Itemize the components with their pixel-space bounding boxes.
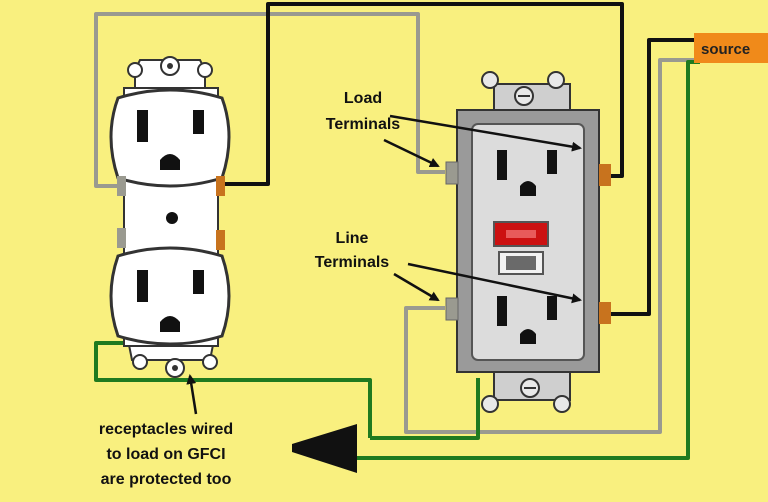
receptacle-brass-terminal-top	[216, 176, 225, 196]
lower-ground-hole	[160, 316, 180, 332]
gfci-line-silver-terminal	[445, 297, 459, 321]
source-label: source	[701, 41, 750, 58]
upper-slot-hot	[193, 110, 204, 134]
upper-outlet-face	[109, 88, 231, 188]
upper-ground-hole	[160, 154, 180, 170]
labels: Load Terminals Line Terminals receptacle…	[99, 90, 400, 488]
strap-screw-right-bottom	[202, 354, 218, 370]
caption-arrow	[186, 374, 198, 415]
receptacle-silver-terminal-bottom	[117, 228, 126, 248]
gfci-lower-ground-hole	[520, 329, 536, 344]
callout-arrows	[186, 114, 582, 415]
line-terminals-label-line1: Line	[336, 230, 369, 247]
hot-wire-line	[606, 38, 700, 316]
caption-line2: to load on GFCI	[106, 446, 225, 463]
gfci-receptacle	[445, 71, 611, 413]
gfci-lower-slot-hot	[547, 296, 557, 320]
strap-screw-left-top	[127, 62, 143, 78]
standard-receptacle	[109, 56, 231, 378]
load-terminals-label-line2: Terminals	[326, 116, 401, 133]
gfci-line-brass-terminal	[599, 302, 611, 324]
ground-wire-receptacle	[94, 341, 372, 438]
gfci-screw-left-top	[481, 71, 499, 89]
neutral-wire-load-loop	[94, 12, 445, 188]
neutral-wire-line	[404, 58, 700, 434]
hot-wires	[217, 2, 700, 316]
line-arrow-left	[393, 272, 440, 302]
gfci-load-brass-terminal	[599, 164, 611, 186]
gfci-screw-right-bottom	[553, 395, 571, 413]
line-arrow-right	[407, 262, 582, 304]
source-tag: source	[694, 33, 768, 63]
gfci-upper-slot-hot	[547, 150, 557, 174]
caption-line3: are protected too	[101, 471, 232, 488]
lower-slot-neutral	[137, 270, 148, 302]
lower-slot-hot	[193, 270, 204, 294]
gfci-screw-right-top	[547, 71, 565, 89]
gfci-upper-slot-neutral	[497, 150, 507, 180]
cover-screw-hole	[166, 212, 178, 224]
upper-slot-neutral	[137, 110, 148, 142]
receptacle-silver-terminal-top	[117, 176, 126, 196]
load-arrow-left	[383, 138, 440, 168]
gfci-load-silver-terminal	[445, 161, 459, 185]
receptacle-brass-terminal-bottom	[216, 230, 225, 250]
neutral-wires	[94, 12, 700, 434]
gfci-upper-ground-hole	[520, 181, 536, 196]
caption-line1: receptacles wired	[99, 421, 233, 438]
strap-screw-right-top	[197, 62, 213, 78]
ground-wire-gfci	[370, 378, 480, 440]
hot-wire-load-loop	[217, 2, 624, 186]
line-terminals-label-line2: Terminals	[315, 254, 390, 271]
load-arrow-right	[389, 114, 582, 152]
strap-screw-left-bottom	[132, 354, 148, 370]
gfci-screw-left-bottom	[481, 395, 499, 413]
load-terminals-label-line1: Load	[344, 90, 382, 107]
gfci-lower-slot-neutral	[497, 296, 507, 326]
wire-nut	[292, 424, 357, 473]
